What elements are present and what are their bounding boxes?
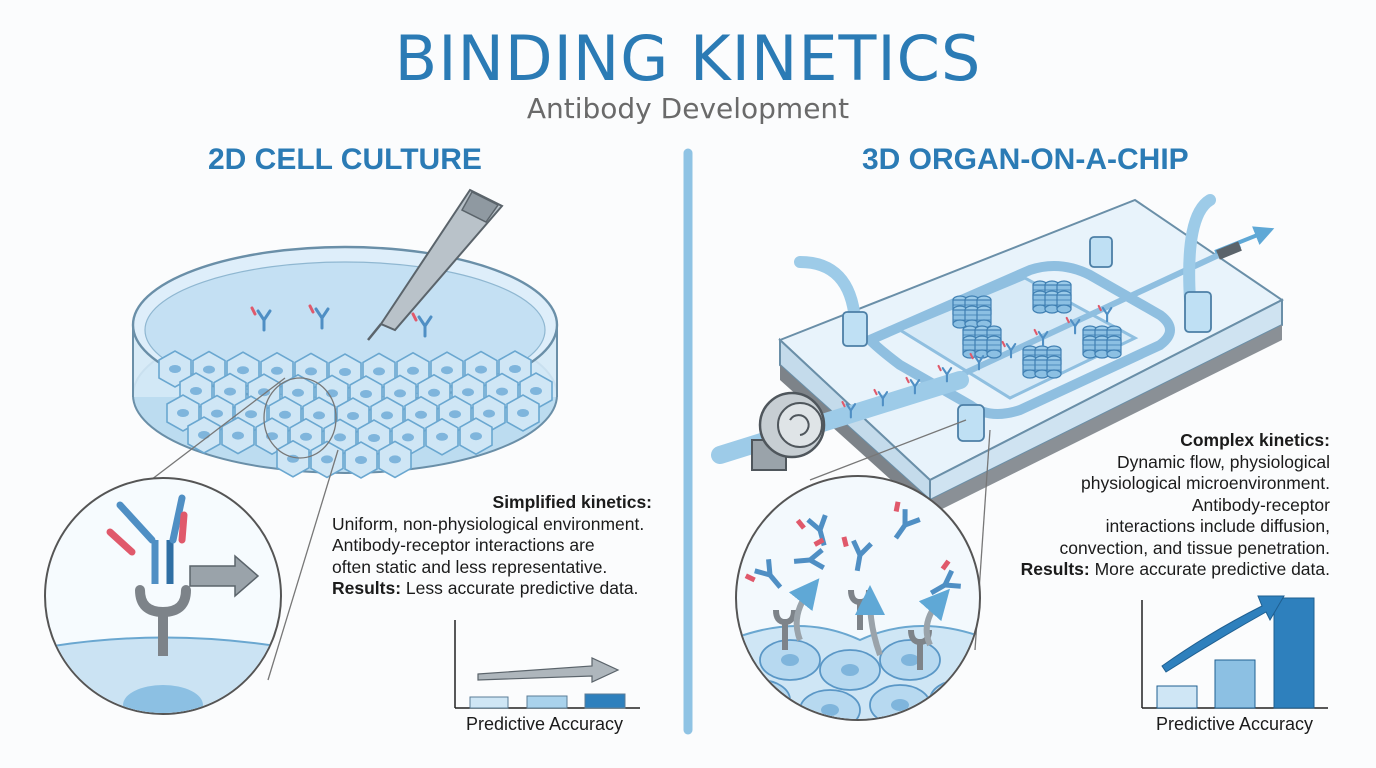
cell-hex: [459, 417, 493, 456]
desc-line: physiological microenvironment.: [1081, 473, 1330, 493]
desc-line: Dynamic flow, physiological: [1116, 451, 1330, 472]
antibody: [744, 559, 783, 589]
tissue-cell: [1046, 355, 1062, 379]
tissue-cell: [737, 679, 791, 719]
desc-line: interactions include diffusion,: [1105, 516, 1330, 536]
tissue-cell: [879, 639, 941, 681]
cell-hex: [378, 440, 412, 479]
chart-bar: [1273, 597, 1315, 709]
diffusion-arrow: [855, 585, 886, 657]
diffusion-arrow: [918, 588, 950, 647]
zoom-circle-2d: [44, 477, 282, 715]
antibody: [793, 537, 825, 571]
cell-hex: [425, 417, 459, 456]
chart-bar: [1214, 659, 1256, 709]
heading-2d: 2D CELL CULTURE: [208, 143, 482, 176]
cell-hex: [344, 441, 378, 479]
pipette: [367, 188, 504, 341]
chart-bar: [469, 696, 509, 709]
results-line-2d: Results: Less accurate predictive data.: [332, 578, 652, 600]
heading-3d: 3D ORGAN-ON-A-CHIP: [862, 143, 1189, 176]
results-label: Results:: [332, 578, 402, 598]
desc-line: convection, and tissue penetration.: [1059, 537, 1330, 558]
receptor: [773, 609, 797, 650]
results-text: Less accurate predictive data.: [405, 578, 639, 598]
diffusion-arrow: [788, 578, 820, 642]
desc-line: often static and less representative.: [332, 556, 608, 577]
chart-bar: [1156, 685, 1198, 709]
page-subtitle: Antibody Development: [526, 92, 850, 125]
zoom-circle-3d: [735, 475, 981, 721]
tissue-cell: [1056, 290, 1072, 314]
pump: [751, 391, 826, 471]
page-title: BINDING KINETICS: [394, 22, 982, 95]
results-text: More accurate predictive data.: [1094, 559, 1330, 579]
kinetics-title-2d: Simplified kinetics:: [492, 492, 652, 512]
tissue-cell: [986, 335, 1002, 359]
chart-bar: [526, 695, 568, 709]
tissue-cell: [819, 649, 881, 691]
chart-label-2d: Predictive Accuracy: [466, 714, 624, 734]
tissue-cell: [1106, 335, 1122, 359]
antibody: [893, 501, 921, 540]
kinetics-title-3d: Complex kinetics:: [1180, 430, 1330, 450]
results-label: Results:: [1020, 559, 1090, 579]
desc-line: Uniform, non-physiological environment.: [332, 513, 645, 534]
chart-bar: [584, 693, 626, 709]
desc-line: Antibody-receptor interactions are: [332, 535, 595, 555]
cell-hex: [276, 439, 310, 478]
cell-hex: [506, 394, 540, 432]
chart-3d-accuracy: [1141, 595, 1328, 709]
cell-monolayer: [158, 350, 553, 479]
desc-line: Antibody-receptor: [1191, 494, 1330, 515]
chart-label-3d: Predictive Accuracy: [1156, 714, 1314, 734]
chart-2d-accuracy: [454, 620, 640, 709]
results-line-3d: Results: More accurate predictive data.: [990, 559, 1330, 581]
cell-hex: [310, 440, 344, 479]
tissue-cell: [929, 679, 979, 719]
tissue-cell: [759, 639, 821, 681]
description-2d: Simplified kinetics: Uniform, non-physio…: [332, 492, 652, 600]
tissue-cell: [976, 305, 992, 329]
antibody: [841, 536, 873, 572]
description-3d: Complex kinetics: Dynamic flow, physiolo…: [990, 430, 1330, 581]
